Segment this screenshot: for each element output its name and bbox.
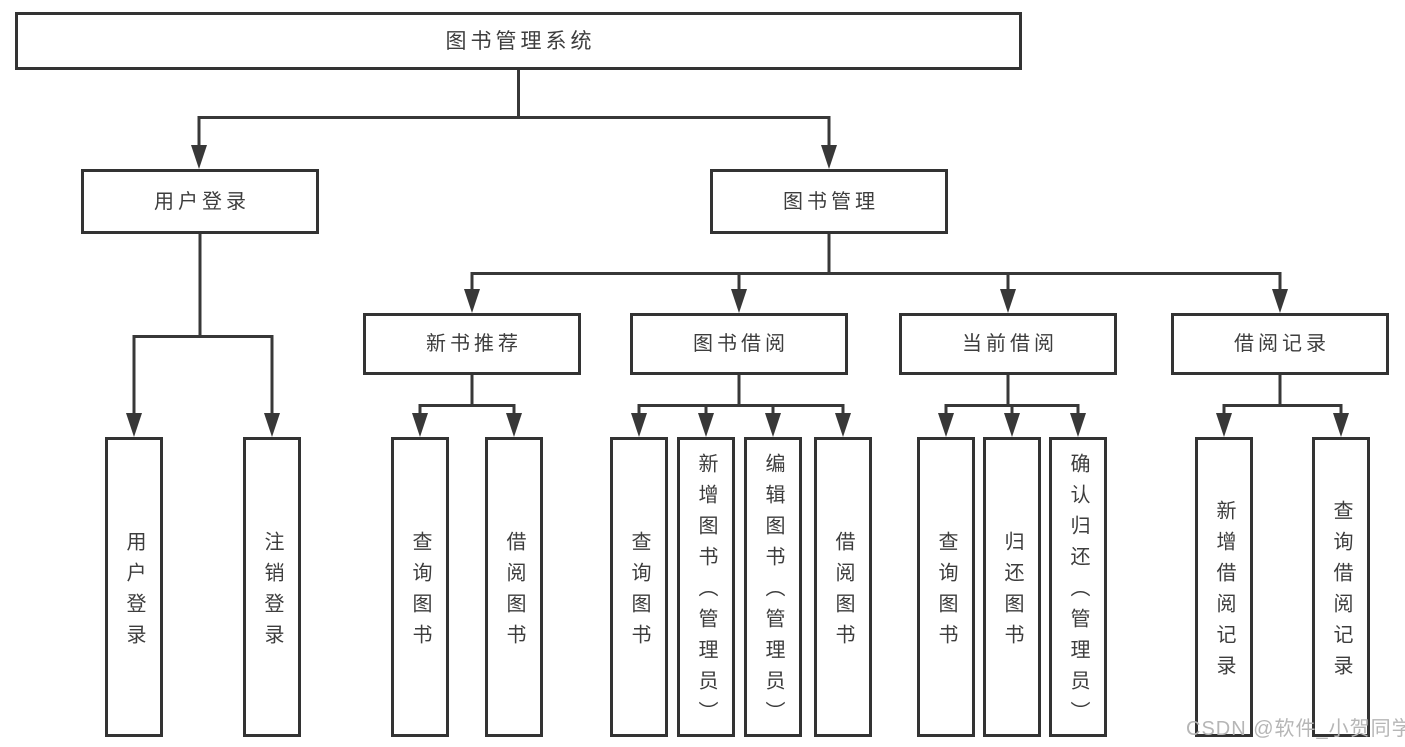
node-current-borrow: 当前借阅 — [899, 313, 1117, 375]
connector-borrow-record-children — [1216, 373, 1349, 437]
connector-new-book-rec-children — [412, 373, 522, 437]
node-leaf-cb-confirm-return-label: 确认归还（管理员） — [1067, 453, 1089, 732]
node-leaf-user-login: 用户登录 — [105, 437, 163, 737]
node-root-label: 图书管理系统 — [445, 29, 596, 53]
node-leaf-logout: 注销登录 — [243, 437, 301, 737]
node-leaf-br-query-record: 查询借阅记录 — [1312, 437, 1370, 737]
node-root: 图书管理系统 — [15, 12, 1022, 70]
node-leaf-br-add-record: 新增借阅记录 — [1195, 437, 1253, 737]
node-book-mgmt: 图书管理 — [710, 169, 948, 234]
node-leaf-bb-borrow-book-label: 借阅图书 — [832, 530, 854, 655]
connector-book-mgmt-children — [464, 232, 1288, 313]
node-leaf-cb-return-book: 归还图书 — [983, 437, 1041, 737]
node-current-borrow-label: 当前借阅 — [962, 333, 1058, 355]
node-leaf-bb-add-book: 新增图书（管理员） — [677, 437, 735, 737]
node-user-login: 用户登录 — [81, 169, 319, 234]
connector-user-login-children — [126, 232, 280, 437]
node-leaf-bb-add-book-label: 新增图书（管理员） — [695, 453, 717, 732]
node-leaf-bb-query-book-label: 查询图书 — [628, 530, 650, 655]
node-borrow-record: 借阅记录 — [1171, 313, 1389, 375]
node-leaf-rec-query-book-label: 查询图书 — [409, 530, 431, 655]
node-borrow-record-label: 借阅记录 — [1234, 333, 1330, 355]
connector-root-to-level2 — [191, 68, 837, 169]
node-leaf-cb-confirm-return: 确认归还（管理员） — [1049, 437, 1107, 737]
node-new-book-rec: 新书推荐 — [363, 313, 581, 375]
node-book-borrow-label: 图书借阅 — [693, 333, 789, 355]
node-book-borrow: 图书借阅 — [630, 313, 848, 375]
node-leaf-bb-borrow-book: 借阅图书 — [814, 437, 872, 737]
node-leaf-logout-label: 注销登录 — [261, 530, 283, 655]
node-user-login-label: 用户登录 — [154, 190, 250, 213]
node-leaf-bb-query-book: 查询图书 — [610, 437, 668, 737]
node-leaf-br-add-record-label: 新增借阅记录 — [1213, 499, 1235, 686]
node-leaf-bb-edit-book-label: 编辑图书（管理员） — [762, 453, 784, 732]
node-new-book-rec-label: 新书推荐 — [426, 333, 522, 355]
node-leaf-bb-edit-book: 编辑图书（管理员） — [744, 437, 802, 737]
node-leaf-user-login-label: 用户登录 — [123, 530, 145, 655]
node-leaf-cb-return-book-label: 归还图书 — [1001, 530, 1023, 655]
node-leaf-rec-borrow-book: 借阅图书 — [485, 437, 543, 737]
watermark: CSDN @软件_小贺同学 — [1186, 718, 1405, 740]
connector-current-borrow-children — [938, 373, 1086, 437]
node-leaf-rec-query-book: 查询图书 — [391, 437, 449, 737]
node-leaf-rec-borrow-book-label: 借阅图书 — [503, 530, 525, 655]
node-leaf-cb-query-book-label: 查询图书 — [935, 530, 957, 655]
connector-book-borrow-children — [631, 373, 851, 437]
node-book-mgmt-label: 图书管理 — [783, 190, 879, 213]
node-leaf-cb-query-book: 查询图书 — [917, 437, 975, 737]
node-leaf-br-query-record-label: 查询借阅记录 — [1330, 499, 1352, 686]
